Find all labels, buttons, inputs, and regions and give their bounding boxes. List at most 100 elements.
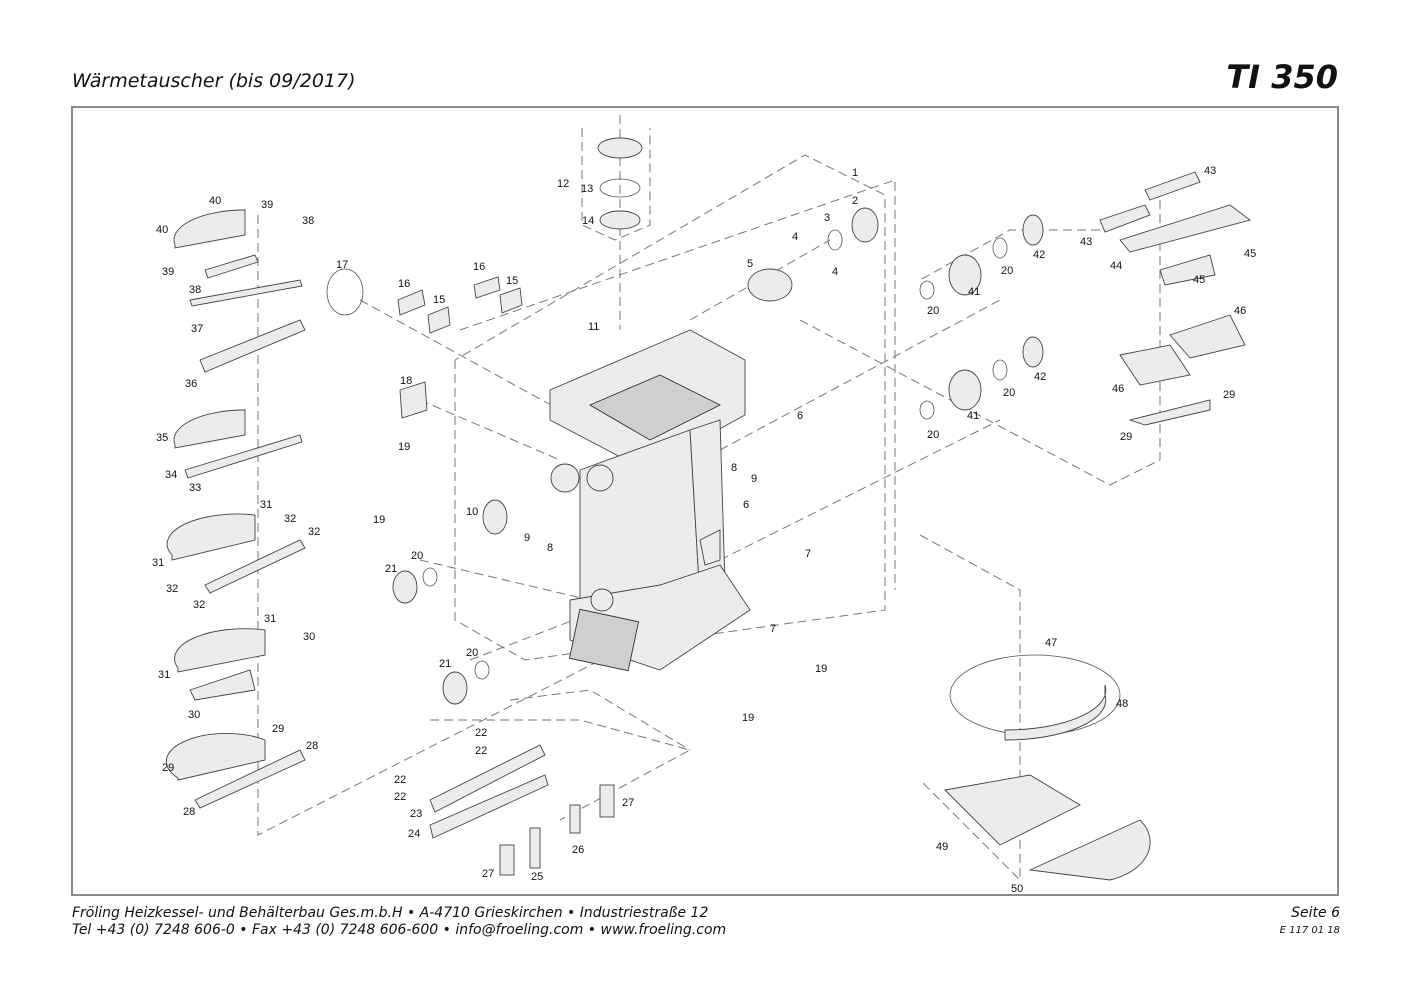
right-side-parts bbox=[919, 171, 1252, 881]
callout-32: 32 bbox=[284, 513, 296, 525]
callout-19: 19 bbox=[398, 441, 410, 453]
callout-21: 21 bbox=[385, 563, 397, 575]
loose-parts bbox=[326, 207, 879, 705]
callout-20b: 20 bbox=[466, 647, 478, 659]
callout-20c: 20 bbox=[927, 305, 939, 317]
callout-36: 36 bbox=[185, 378, 197, 390]
callout-20: 20 bbox=[411, 550, 423, 562]
callout-24: 24 bbox=[408, 828, 420, 840]
callout-3: 3 bbox=[824, 212, 830, 224]
callout-33: 33 bbox=[189, 482, 201, 494]
callout-28b: 28 bbox=[183, 806, 195, 818]
callout-43: 43 bbox=[1204, 165, 1216, 177]
callout-12: 12 bbox=[557, 178, 569, 190]
callout-37: 37 bbox=[191, 323, 203, 335]
drawing-frame bbox=[71, 106, 1339, 896]
callout-10: 10 bbox=[466, 506, 478, 518]
callout-42b: 42 bbox=[1034, 371, 1046, 383]
callout-19c: 19 bbox=[815, 663, 827, 675]
callout-20f: 20 bbox=[1003, 387, 1015, 399]
callout-4b: 4 bbox=[832, 266, 838, 278]
footer-company: Fröling Heizkessel- und Behälterbau Ges.… bbox=[72, 905, 709, 921]
callout-9: 9 bbox=[751, 473, 757, 485]
callout-30: 30 bbox=[303, 631, 315, 643]
callout-27b: 27 bbox=[482, 868, 494, 880]
callout-19d: 19 bbox=[742, 712, 754, 724]
callout-5: 5 bbox=[747, 258, 753, 270]
callout-13: 13 bbox=[581, 183, 593, 195]
model-name: TI 350 bbox=[1226, 58, 1338, 96]
callout-43b: 43 bbox=[1080, 236, 1092, 248]
callout-29d: 29 bbox=[1120, 431, 1132, 443]
callout-29: 29 bbox=[272, 723, 284, 735]
callout-46b: 46 bbox=[1112, 383, 1124, 395]
callout-16b: 16 bbox=[473, 261, 485, 273]
callout-15: 15 bbox=[433, 294, 445, 306]
callout-6: 6 bbox=[797, 410, 803, 422]
callout-40: 40 bbox=[209, 195, 221, 207]
callout-42: 42 bbox=[1033, 249, 1045, 261]
callout-4: 4 bbox=[792, 231, 798, 243]
callout-11: 11 bbox=[588, 321, 599, 333]
callout-31c: 31 bbox=[264, 613, 276, 625]
document-code: E 117 01 18 bbox=[1279, 925, 1340, 936]
callout-22b: 22 bbox=[475, 745, 487, 757]
callout-29b: 29 bbox=[162, 762, 174, 774]
lining-stacks-left bbox=[165, 209, 306, 809]
callout-48: 48 bbox=[1116, 698, 1128, 710]
callout-22: 22 bbox=[475, 727, 487, 739]
callout-46: 46 bbox=[1234, 305, 1246, 317]
callout-labels: 1 2 3 4 4 5 6 6 7 7 8 8 9 9 10 11 12 13 … bbox=[152, 165, 1256, 894]
callout-18: 18 bbox=[400, 375, 412, 387]
callout-9b: 9 bbox=[524, 532, 530, 544]
callout-2: 2 bbox=[852, 195, 858, 207]
callout-39b: 39 bbox=[162, 266, 174, 278]
cover-parts bbox=[597, 137, 643, 230]
callout-6b: 6 bbox=[743, 499, 749, 511]
diagram-title: Wärmetauscher (bis 09/2017) bbox=[72, 70, 356, 92]
callout-20e: 20 bbox=[927, 429, 939, 441]
callout-23: 23 bbox=[410, 808, 422, 820]
callout-15b: 15 bbox=[506, 275, 518, 287]
callout-8b: 8 bbox=[547, 542, 553, 554]
callout-34: 34 bbox=[165, 469, 177, 481]
footer-contact: Tel +43 (0) 7248 606-0 • Fax +43 (0) 724… bbox=[72, 922, 727, 938]
callout-31: 31 bbox=[260, 499, 272, 511]
callout-17: 17 bbox=[336, 259, 348, 271]
callout-28: 28 bbox=[306, 740, 318, 752]
callout-45: 45 bbox=[1244, 248, 1256, 260]
callout-1: 1 bbox=[852, 167, 858, 179]
callout-32c: 32 bbox=[166, 583, 178, 595]
callout-49: 49 bbox=[936, 841, 948, 853]
callout-41b: 41 bbox=[967, 410, 979, 422]
exploded-view-drawing: 1 2 3 4 4 5 6 6 7 7 8 8 9 9 10 11 12 13 … bbox=[152, 115, 1256, 894]
callout-22c: 22 bbox=[394, 774, 406, 786]
callout-22d: 22 bbox=[394, 791, 406, 803]
callout-7b: 7 bbox=[770, 623, 776, 635]
callout-29c: 29 bbox=[1223, 389, 1235, 401]
bottom-bars bbox=[429, 744, 615, 876]
callout-38b: 38 bbox=[189, 284, 201, 296]
callout-31b: 31 bbox=[152, 557, 164, 569]
callout-47: 47 bbox=[1045, 637, 1057, 649]
callout-25: 25 bbox=[531, 871, 543, 883]
callout-41: 41 bbox=[968, 286, 980, 298]
heat-exchanger-body bbox=[549, 329, 751, 672]
page-number: Seite 6 bbox=[1291, 905, 1340, 921]
callout-31d: 31 bbox=[158, 669, 170, 681]
callout-19b: 19 bbox=[373, 514, 385, 526]
callout-26: 26 bbox=[572, 844, 584, 856]
callout-35: 35 bbox=[156, 432, 168, 444]
callout-32b: 32 bbox=[308, 526, 320, 538]
callout-14: 14 bbox=[582, 215, 594, 227]
callout-16: 16 bbox=[398, 278, 410, 290]
callout-27: 27 bbox=[622, 797, 634, 809]
callout-30b: 30 bbox=[188, 709, 200, 721]
callout-50: 50 bbox=[1011, 883, 1023, 894]
callout-7: 7 bbox=[805, 548, 811, 560]
callout-38: 38 bbox=[302, 215, 314, 227]
callout-21b: 21 bbox=[439, 658, 451, 670]
callout-32d: 32 bbox=[193, 599, 205, 611]
callout-39: 39 bbox=[261, 199, 273, 211]
callout-40b: 40 bbox=[156, 224, 168, 236]
